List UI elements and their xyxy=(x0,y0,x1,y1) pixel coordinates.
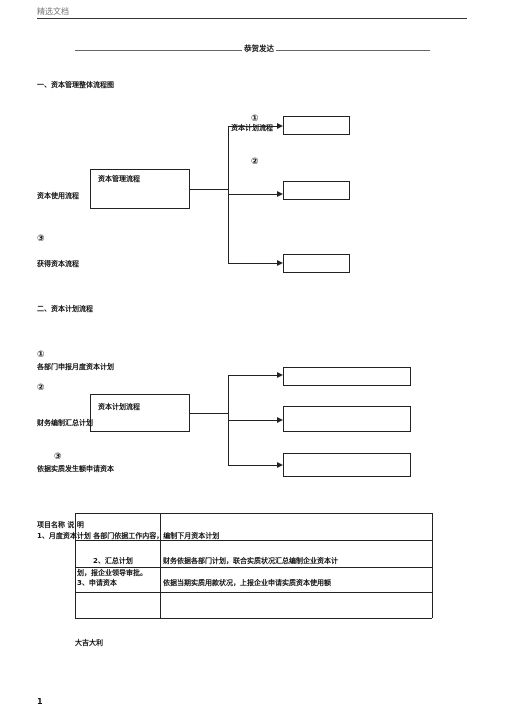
s1-arrow-line-3 xyxy=(228,263,278,264)
table-rule-left xyxy=(75,513,76,618)
table-rule-2 xyxy=(75,540,432,541)
section2-heading: 二、资本计划流程 xyxy=(37,305,93,313)
s1-arrow-line-2 xyxy=(228,194,278,195)
s1-branch-line xyxy=(190,189,228,190)
s1-target-box-3 xyxy=(283,254,350,273)
header-rule xyxy=(37,18,467,19)
page-number: 1 xyxy=(37,697,43,706)
s2-target-box-2 xyxy=(283,406,411,432)
s2-branch-line xyxy=(190,413,228,414)
s1-target-box-1 xyxy=(283,116,350,135)
s2-arrowhead-2 xyxy=(277,417,283,423)
s1-arrowhead-1 xyxy=(277,123,283,129)
section2-marker-1: ① xyxy=(37,350,45,360)
section1-main-box xyxy=(90,169,190,209)
s1-arrowhead-2 xyxy=(277,191,283,197)
table-row-2-cont: 划，报企业领导审批。 xyxy=(77,568,147,578)
table-rule-bottom xyxy=(75,618,432,619)
section1-marker-3: ③ xyxy=(37,234,45,244)
section1-label-plan: 资本计划流程 xyxy=(231,124,273,132)
table-header: 项目名称 说 明 xyxy=(37,521,84,529)
s2-arrow-line-2 xyxy=(228,420,278,421)
section2-marker-3: ③ xyxy=(54,452,62,462)
section2-step-3: 依据实质发生额申请资本 xyxy=(37,465,114,473)
table-rule-right xyxy=(432,513,433,618)
doc-title: 恭贺发达 xyxy=(242,43,276,54)
section1-label-get: 获得资本流程 xyxy=(37,260,79,268)
table-rule-3 xyxy=(75,567,432,568)
s1-target-box-2 xyxy=(283,181,350,200)
s1-arrowhead-3 xyxy=(277,260,283,266)
section2-marker-2: ② xyxy=(37,383,45,393)
section1-marker-2: ② xyxy=(251,157,259,167)
section1-marker-1: ① xyxy=(251,114,259,124)
section1-heading: 一、资本管理整体流程图 xyxy=(37,81,114,89)
section1-main-box-label: 资本管理流程 xyxy=(98,175,140,183)
header-text: 精选文档 xyxy=(37,7,69,16)
s2-target-box-1 xyxy=(283,367,411,386)
s2-arrow-line-1 xyxy=(228,375,278,376)
closing-text: 大吉大利 xyxy=(75,639,103,647)
section2-main-box xyxy=(90,394,190,432)
section2-main-box-label: 资本计划流程 xyxy=(98,403,140,411)
table-row-3-name: 3、申请资本 xyxy=(77,579,117,587)
section1-label-use: 资本使用流程 xyxy=(37,192,79,200)
table-row-1: 1、月度资本计划 各部门依据工作内容，编制下月资本计划 xyxy=(37,532,220,540)
s2-arrowhead-3 xyxy=(277,462,283,468)
table-row-2-name: 2、汇总计划 xyxy=(93,556,133,566)
section2-step-2: 财务编制汇总计划 xyxy=(37,419,93,427)
table-row-2-desc: 财务依据各部门计划，联合实质状况汇总编制企业资本计 xyxy=(163,557,338,565)
table-row-3-desc: 依据当期实质用款状况，上报企业申请实质资本使用额 xyxy=(163,579,331,587)
s1-arrow-line-1 xyxy=(228,126,278,127)
s2-arrowhead-1 xyxy=(277,372,283,378)
table-rule-4 xyxy=(75,592,432,593)
s2-target-box-3 xyxy=(283,453,411,477)
s2-arrow-line-3 xyxy=(228,465,278,466)
table-rule-top xyxy=(75,513,432,514)
section2-step-1: 各部门申报月度资本计划 xyxy=(37,363,114,371)
table-rule-mid xyxy=(160,513,161,618)
